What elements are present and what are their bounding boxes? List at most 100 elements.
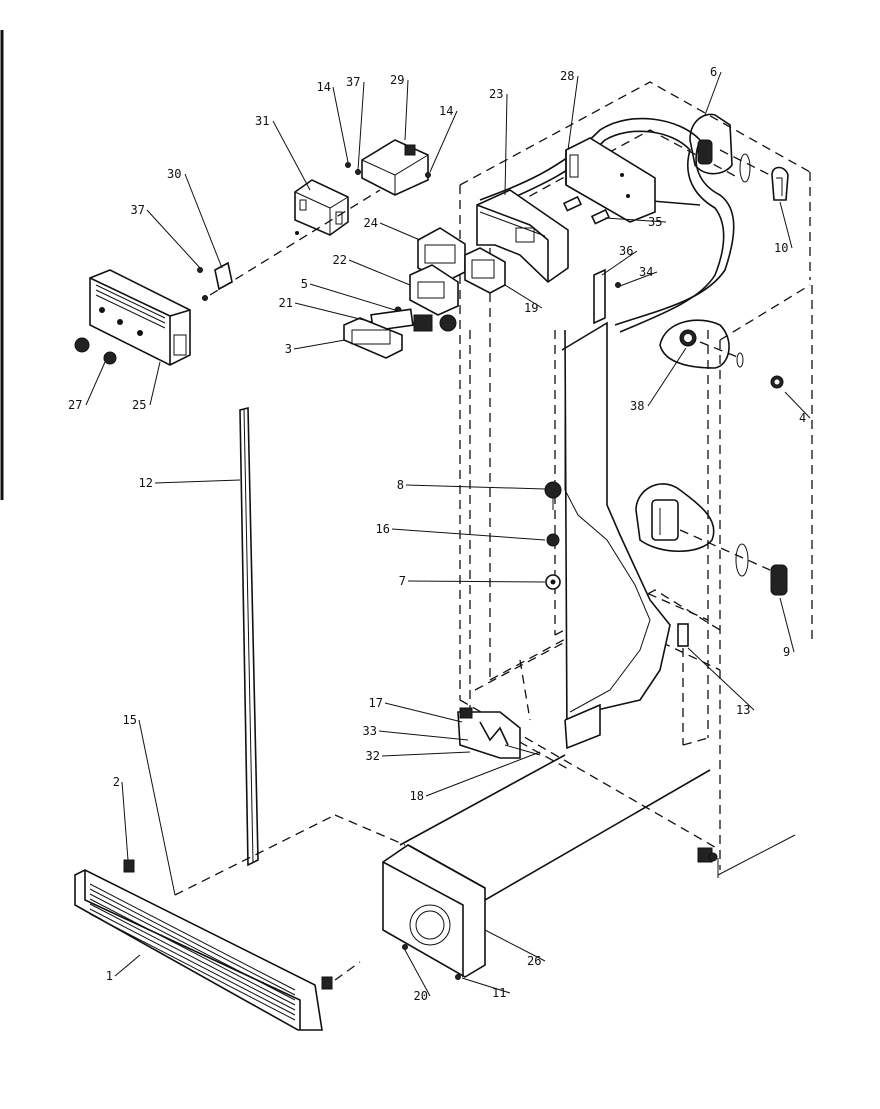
callout-label-12: 12	[139, 476, 153, 490]
callout-leader-27	[85, 361, 106, 406]
part-12-trim-strip	[239, 406, 259, 867]
callout-leader-37	[146, 209, 201, 269]
callout-label-1: 1	[106, 969, 113, 983]
callout-label-31: 31	[255, 114, 269, 128]
callout-label-14: 14	[317, 80, 331, 94]
part-23-control-housing	[476, 189, 569, 284]
callout-label-35: 35	[648, 215, 662, 229]
part-26-fan-cover	[382, 754, 711, 980]
callout-leader-29	[404, 79, 409, 141]
callout-label-24: 24	[364, 216, 378, 230]
callout-leader-7	[407, 580, 546, 583]
callout-label-20: 20	[414, 989, 428, 1003]
part-27-knob-left	[74, 337, 90, 353]
callout-label-23: 23	[489, 87, 503, 101]
callout-leader-38	[647, 347, 687, 407]
part-13-clip	[677, 623, 689, 647]
callout-label-16: 16	[376, 522, 390, 536]
callout-leader-24	[379, 222, 421, 241]
callout-leader-15	[138, 719, 176, 896]
callout-leader-11	[461, 977, 511, 994]
callout-label-19: 19	[524, 301, 538, 315]
callout-leader-32	[381, 751, 471, 757]
callout-label-37: 37	[346, 75, 360, 89]
callout-label-36: 36	[619, 244, 633, 258]
callout-leader-2	[121, 781, 129, 861]
callout-label-13: 13	[736, 703, 750, 717]
part-14-screw-right	[425, 172, 431, 178]
callout-leader-8	[405, 484, 546, 490]
callout-label-26: 26	[527, 954, 541, 968]
callout-label-21: 21	[279, 296, 293, 310]
part-38-light-socket	[659, 319, 744, 369]
callout-label-18: 18	[410, 789, 424, 803]
callout-label-10: 10	[774, 241, 788, 255]
part-14-screw-left	[345, 162, 351, 168]
callout-leader-34	[619, 271, 658, 287]
callout-label-32: 32	[366, 749, 380, 763]
part-21-socket	[370, 308, 457, 332]
part-37-screw-top	[355, 169, 361, 175]
callout-leader-3	[293, 339, 346, 350]
callout-leader-12	[154, 479, 241, 484]
callout-leader-33	[378, 730, 469, 741]
callout-leader-37	[357, 81, 365, 171]
callout-leader-36	[601, 250, 638, 276]
part-29-bracket	[361, 139, 429, 196]
callout-label-6: 6	[710, 65, 717, 79]
callout-label-2: 2	[113, 775, 120, 789]
callout-leader-9	[779, 597, 795, 653]
callout-label-5: 5	[301, 277, 308, 291]
part-34-screw	[615, 282, 621, 288]
callout-leader-5	[309, 283, 396, 311]
part-25-control-housing	[89, 269, 191, 366]
part-6-damper-switch	[689, 113, 781, 183]
callout-leader-21	[294, 302, 373, 323]
callout-leader-23	[504, 93, 508, 196]
callout-label-22: 22	[333, 253, 347, 267]
callout-leader-20	[404, 949, 431, 997]
part-31-thermostat-bracket	[294, 179, 349, 236]
callout-label-30: 30	[167, 167, 181, 181]
part-36-bracket	[593, 268, 606, 325]
callout-leader-4	[784, 391, 811, 419]
cabinet-outline	[459, 81, 813, 878]
part-16-nut	[546, 533, 560, 547]
callout-label-14: 14	[439, 104, 453, 118]
callout-leader-26	[484, 929, 546, 962]
callout-leader-10	[779, 201, 793, 249]
callout-label-29: 29	[390, 73, 404, 87]
part-10-switch	[771, 166, 789, 201]
part-8-knob-stem	[544, 481, 562, 510]
callout-leader-22	[348, 259, 411, 286]
callout-label-7: 7	[399, 574, 406, 588]
callout-leader-6	[704, 71, 722, 116]
callout-leader-25	[149, 361, 161, 406]
callout-leader-19	[504, 284, 543, 309]
callout-label-3: 3	[285, 342, 292, 356]
part-17-drain-bracket	[457, 707, 541, 759]
callout-leader-17	[384, 702, 463, 723]
part-22-shield	[409, 264, 459, 316]
callout-leader-35	[604, 217, 667, 223]
part-7-washer	[545, 574, 561, 590]
callout-label-37: 37	[131, 203, 145, 217]
part-4-light-bulb	[770, 375, 784, 389]
callout-label-34: 34	[639, 265, 653, 279]
callout-label-9: 9	[783, 645, 790, 659]
part-28-bracket	[562, 137, 656, 225]
part-30-mount	[197, 261, 233, 301]
callout-leader-14	[332, 86, 349, 163]
callout-label-4: 4	[799, 411, 806, 425]
callout-leader-1	[114, 954, 141, 977]
callout-leader-28	[567, 75, 579, 151]
callout-label-8: 8	[397, 478, 404, 492]
part-19-bracket	[464, 247, 506, 294]
axis-line-grille-2	[334, 814, 406, 846]
callout-leader-31	[272, 120, 311, 191]
cabinet-foot	[697, 847, 718, 863]
part-2-clip	[123, 859, 135, 873]
callout-label-11: 11	[492, 986, 506, 1000]
callout-label-15: 15	[123, 713, 137, 727]
